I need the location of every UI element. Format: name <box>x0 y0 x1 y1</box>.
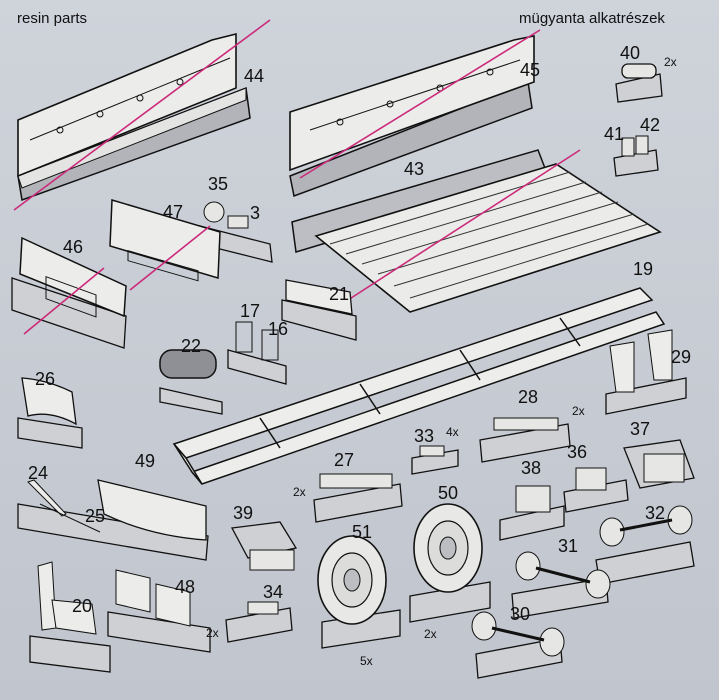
part-number-24: 24 <box>28 463 49 483</box>
part-number-3: 3 <box>250 203 261 223</box>
part-27-drawing <box>313 473 403 523</box>
part-number-29: 29 <box>671 347 692 367</box>
part-38-drawing <box>499 485 565 541</box>
header-right-label: mügyanta alkatrészek <box>519 10 665 27</box>
part-number-17: 17 <box>240 301 261 321</box>
part-number-33: 33 <box>414 426 435 446</box>
part-number-42: 42 <box>640 115 661 135</box>
part-qty-28: 2x <box>572 404 585 418</box>
part-17-16-drawing <box>227 321 287 385</box>
part-number-49: 49 <box>135 451 156 471</box>
part-number-51: 51 <box>352 522 373 542</box>
part-19-drawing <box>172 287 666 485</box>
header-left-label: resin parts <box>17 10 88 27</box>
part-qty-27: 2x <box>293 485 306 499</box>
part-number-20: 20 <box>72 596 93 616</box>
part-51-drawing <box>317 535 401 649</box>
part-49-drawing <box>97 479 207 541</box>
part-number-31: 31 <box>558 536 579 556</box>
part-34-drawing <box>225 601 293 643</box>
part-number-50: 50 <box>438 483 459 503</box>
part-30-drawing <box>471 611 565 679</box>
part-number-27: 27 <box>334 450 355 470</box>
part-number-38: 38 <box>521 458 542 478</box>
part-number-40: 40 <box>620 43 641 63</box>
part-36-drawing <box>563 467 629 513</box>
part-number-39: 39 <box>233 503 254 523</box>
part-39-drawing <box>230 521 298 571</box>
part-47-drawing <box>109 199 221 291</box>
part-number-41: 41 <box>604 124 625 144</box>
part-qty-51: 5x <box>360 654 373 668</box>
part-33-drawing <box>411 445 459 475</box>
part-number-30: 30 <box>510 604 531 624</box>
part-number-44: 44 <box>244 66 265 86</box>
part-number-46: 46 <box>63 237 84 257</box>
part-number-36: 36 <box>567 442 588 462</box>
part-46-drawing <box>11 236 127 349</box>
part-number-47: 47 <box>163 202 184 222</box>
part-48-drawing <box>107 569 211 653</box>
part-number-25: 25 <box>85 506 106 526</box>
part-28-drawing <box>479 417 571 463</box>
part-qty-50: 2x <box>424 627 437 641</box>
part-21-drawing <box>281 279 357 341</box>
part-qty-33: 4x <box>446 425 459 439</box>
part-26-drawing <box>17 377 83 449</box>
part-20-drawing <box>29 561 111 673</box>
part-number-43: 43 <box>404 159 425 179</box>
part-44-drawing <box>13 19 271 211</box>
part-number-34: 34 <box>263 582 284 602</box>
part-number-37: 37 <box>630 419 651 439</box>
part-qty-40: 2x <box>664 55 677 69</box>
part-40-drawing <box>615 63 663 103</box>
part-qty-48: 2x <box>206 626 219 640</box>
part-29-drawing <box>605 329 687 415</box>
part-41-42-drawing <box>613 135 659 177</box>
part-45-drawing <box>289 29 541 198</box>
part-number-22: 22 <box>181 336 202 356</box>
part-number-48: 48 <box>175 577 196 597</box>
part-number-45: 45 <box>520 60 541 80</box>
part-37-drawing <box>623 439 695 489</box>
part-number-32: 32 <box>645 503 666 523</box>
part-number-21: 21 <box>329 284 350 304</box>
part-32-drawing <box>595 505 695 585</box>
part-number-28: 28 <box>518 387 539 407</box>
part-number-26: 26 <box>35 369 56 389</box>
part-number-35: 35 <box>208 174 229 194</box>
part-50-drawing <box>409 503 491 623</box>
part-31-drawing <box>511 551 611 619</box>
part-43-drawing <box>291 149 662 313</box>
part-number-16: 16 <box>268 319 289 339</box>
part-22-drawing <box>159 349 223 415</box>
part-number-19: 19 <box>633 259 654 279</box>
